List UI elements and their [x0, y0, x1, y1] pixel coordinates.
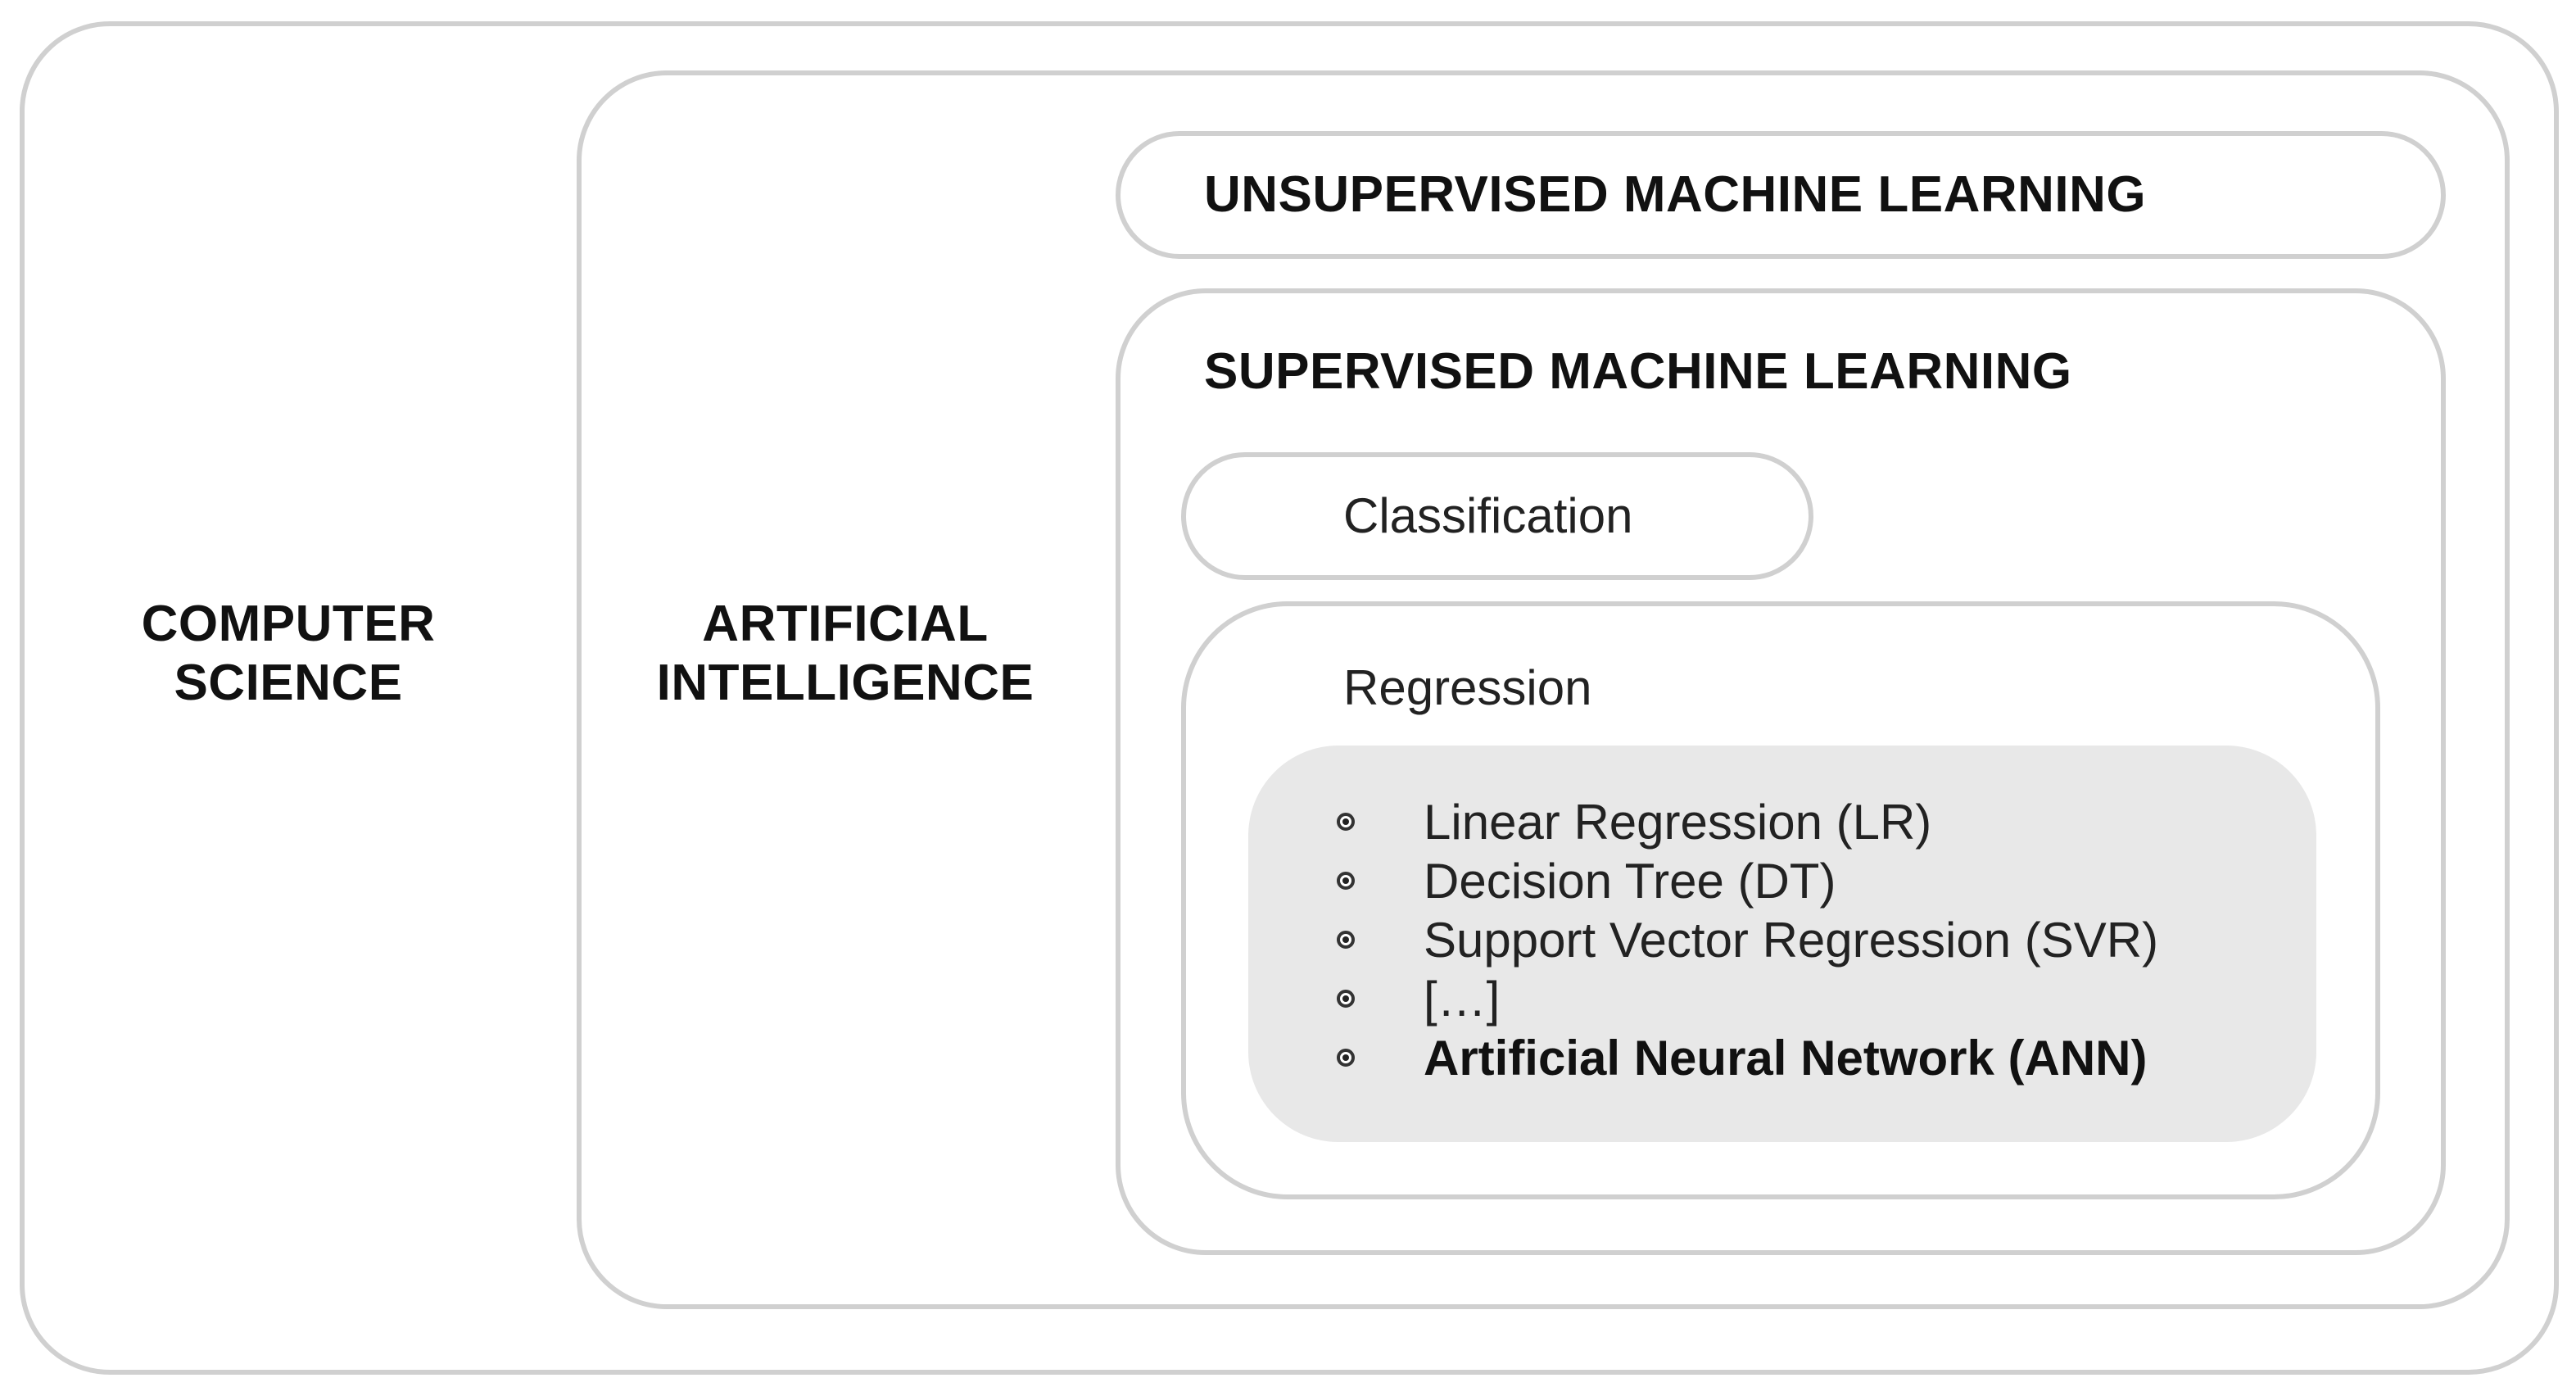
- artificial-intelligence-region: [577, 70, 2510, 1309]
- method-label: Linear Regression (LR): [1424, 795, 1932, 850]
- computer-science-region: [20, 21, 2559, 1375]
- unsupervised-ml-label: UNSUPERVISED MACHINE LEARNING: [1204, 166, 2147, 223]
- supervised-ml-region: [1116, 288, 2446, 1255]
- list-item: Linear Regression (LR): [1327, 793, 2158, 852]
- bullet-icon: [1337, 813, 1355, 831]
- list-item: Decision Tree (DT): [1327, 852, 2158, 911]
- bullet-icon: [1337, 990, 1355, 1008]
- classification-region: [1181, 452, 1813, 580]
- bullet-icon: [1337, 931, 1355, 949]
- method-label: Decision Tree (DT): [1424, 854, 1836, 909]
- regression-region: [1181, 601, 2380, 1199]
- method-label: […]: [1424, 972, 1501, 1027]
- unsupervised-ml-region: [1116, 131, 2446, 259]
- regression-methods-panel: [1248, 746, 2316, 1142]
- bullet-icon: [1337, 1049, 1355, 1067]
- supervised-ml-label: SUPERVISED MACHINE LEARNING: [1204, 343, 2072, 400]
- method-label: Artificial Neural Network (ANN): [1424, 1031, 2148, 1086]
- computer-science-label: COMPUTER SCIENCE: [141, 596, 436, 711]
- method-label: Support Vector Regression (SVR): [1424, 913, 2159, 968]
- classification-label: Classification: [1343, 488, 1633, 543]
- bullet-icon: [1337, 872, 1355, 890]
- list-item: […]: [1327, 970, 2158, 1029]
- list-item: Support Vector Regression (SVR): [1327, 911, 2158, 970]
- regression-label: Regression: [1343, 660, 1592, 715]
- regression-methods-list: Linear Regression (LR) Decision Tree (DT…: [1327, 793, 2158, 1088]
- artificial-intelligence-label: ARTIFICIAL INTELLIGENCE: [656, 596, 1034, 711]
- list-item: Artificial Neural Network (ANN): [1327, 1029, 2158, 1088]
